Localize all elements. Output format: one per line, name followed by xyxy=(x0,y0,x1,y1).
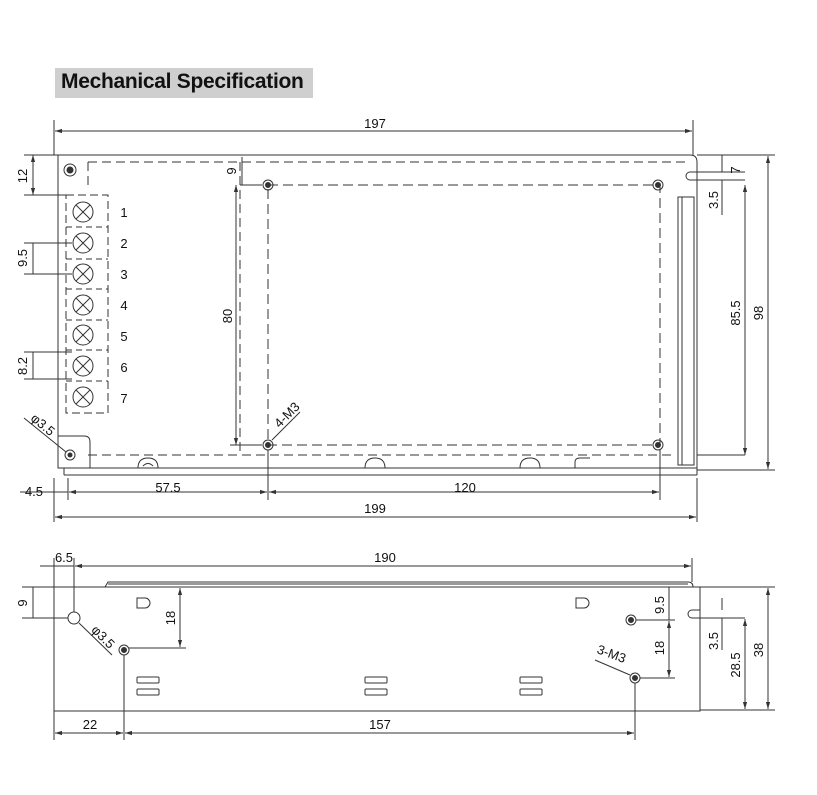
dim-label-side-overall-length: 190 xyxy=(374,550,396,565)
dim-label-side-overall-height: 38 xyxy=(751,643,766,657)
dim-label-pcb-height: 80 xyxy=(220,309,235,323)
side-hole-icon xyxy=(67,611,81,625)
dim-label-side-inner-height: 28.5 xyxy=(728,652,743,677)
terminal-pin-label: 2 xyxy=(120,236,127,251)
terminal-screw-icon xyxy=(72,201,94,408)
dim-label-left-offset: 4.5 xyxy=(25,484,43,499)
side-flange xyxy=(677,196,695,466)
terminal-pin-label: 1 xyxy=(120,205,127,220)
dim-label-side-hole-drop: 18 xyxy=(163,611,178,625)
side-view xyxy=(22,558,775,740)
mount-screw-icon xyxy=(262,179,664,451)
side-view-outline xyxy=(53,586,701,712)
terminal-pin-label: 3 xyxy=(120,267,127,282)
dim-label-second-span: 120 xyxy=(454,480,476,495)
corner-hole-icon xyxy=(63,163,77,461)
dim-label-side-left-offset: 6.5 xyxy=(55,550,73,565)
dim-label-bottom-length: 199 xyxy=(364,501,386,516)
top-view xyxy=(20,120,775,522)
terminal-block xyxy=(65,194,109,414)
dim-label-side-right-hole-drop: 18 xyxy=(652,641,667,655)
terminal-pin-label: 4 xyxy=(120,298,127,313)
vent-slot xyxy=(136,676,543,696)
dim-label-right-slot-top: 7 xyxy=(728,166,743,173)
terminal-pin-label: 6 xyxy=(120,360,127,375)
dim-label-side-right-slot-top: 9.5 xyxy=(652,596,667,614)
pcb-outline xyxy=(267,184,661,446)
dim-label-inner-height: 85.5 xyxy=(728,300,743,325)
title-background xyxy=(55,68,313,98)
dim-label-side-hole-diameter: φ3.5 xyxy=(89,622,118,651)
dim-label-side-bottom-span: 157 xyxy=(369,717,391,732)
cover-dashed-outline xyxy=(87,161,685,456)
terminal-pin-label: 5 xyxy=(120,329,127,344)
dim-label-hole-diameter: φ3.5 xyxy=(28,410,58,439)
page-title: Mechanical Specification xyxy=(61,70,304,93)
dim-label-pin-pitch-lower: 8.2 xyxy=(15,357,30,375)
dim-label-pin-pitch: 9.5 xyxy=(15,249,30,267)
dim-label-first-span: 57.5 xyxy=(155,480,180,495)
dim-label-overall-length: 197 xyxy=(364,116,386,131)
dim-label-right-slot-gap: 3.5 xyxy=(706,191,721,209)
dim-label-side-top-margin: 9 xyxy=(15,599,30,606)
dim-label-overall-height: 98 xyxy=(751,306,766,320)
dim-label-mount-offset-top: 9 xyxy=(224,167,239,174)
dim-label-top-margin: 12 xyxy=(15,169,30,183)
top-view-outline xyxy=(57,154,698,469)
side-screw-icon xyxy=(118,614,641,684)
terminal-pin-label: 7 xyxy=(120,391,127,406)
dim-label-side-bottom-left: 22 xyxy=(83,717,97,732)
dim-label-side-slot-gap: 3.5 xyxy=(706,632,721,650)
